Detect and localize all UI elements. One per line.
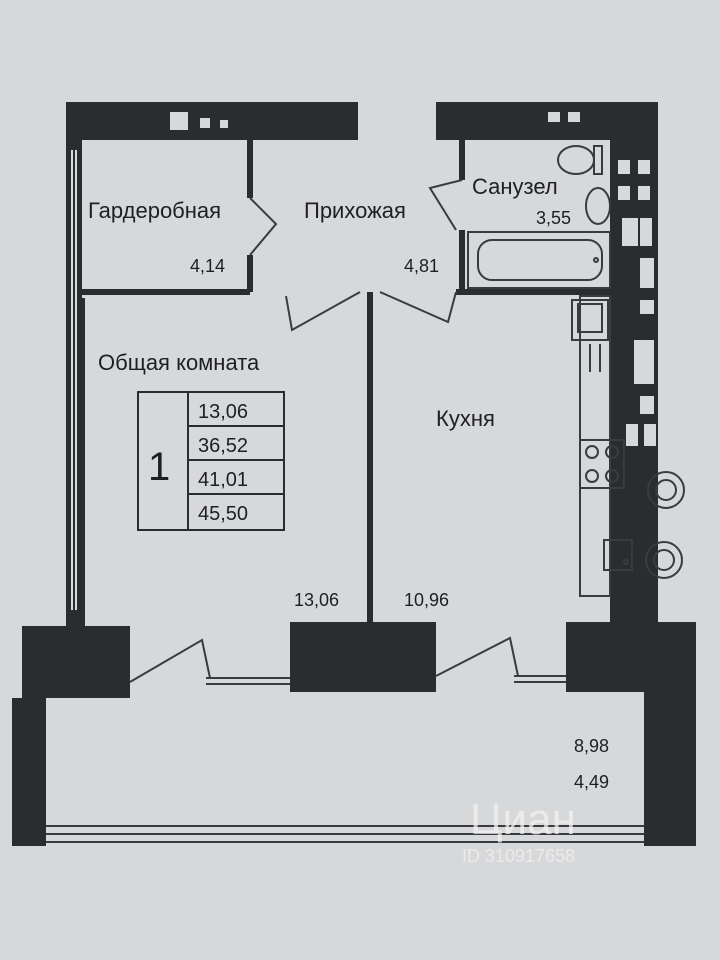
watermark-id: ID 310917658 <box>462 846 575 866</box>
kitchen-name: Кухня <box>436 406 495 431</box>
vent-marks <box>170 112 580 130</box>
summary-value-4: 45,50 <box>198 503 248 525</box>
kitchen-fixtures <box>571 295 685 597</box>
kitchen-area: 10,96 <box>404 590 449 610</box>
wardrobe-area: 4,14 <box>190 256 225 276</box>
living-room-name: Общая комната <box>98 350 260 375</box>
living-room-area: 13,06 <box>294 590 339 610</box>
loggia-rail <box>46 825 644 843</box>
bathtub-icon <box>467 231 611 289</box>
hallway-name: Прихожая <box>304 198 406 223</box>
watermark: Циан ID 310917658 <box>462 795 576 866</box>
summary-value-3: 41,01 <box>198 469 248 491</box>
rooms-count: 1 <box>148 445 170 489</box>
balcony-doors <box>206 675 566 685</box>
hallway-area: 4,81 <box>404 256 439 276</box>
left-window <box>71 150 77 610</box>
bathroom-area: 3,55 <box>536 208 571 228</box>
interior-walls <box>79 140 610 626</box>
summary-table: 1 13,06 36,52 41,01 45,50 <box>137 391 285 531</box>
kitchen-sink-icon <box>571 299 609 372</box>
summary-value-2: 36,52 <box>198 435 248 457</box>
bathroom-fixtures <box>467 145 611 289</box>
toilet-icon <box>557 145 603 175</box>
loggia-reduced-area: 4,49 <box>574 772 609 792</box>
loggia-area: 8,98 <box>574 736 609 756</box>
stove-icon <box>579 439 625 489</box>
watermark-brand: Циан <box>470 795 576 844</box>
door-swings <box>129 179 519 683</box>
summary-value-1: 13,06 <box>198 401 248 423</box>
sink-icon <box>585 187 611 225</box>
wall-pattern <box>618 160 656 446</box>
wardrobe-name: Гардеробная <box>88 198 221 223</box>
bathroom-name: Санузел <box>472 174 558 199</box>
gas-meter-icon <box>645 471 685 579</box>
